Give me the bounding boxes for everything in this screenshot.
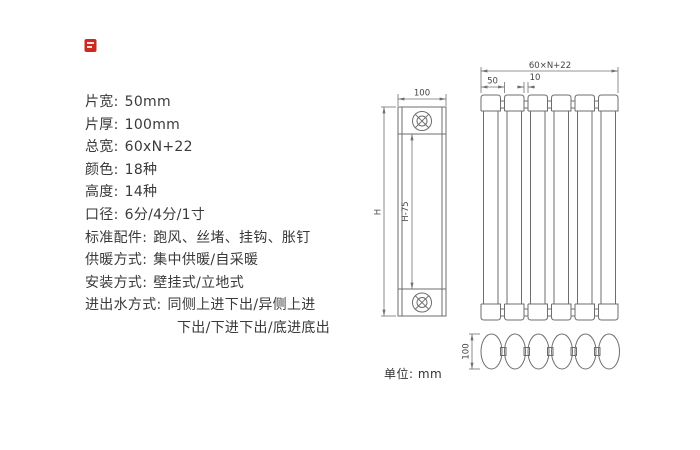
top-view-dimensions bbox=[469, 333, 480, 370]
spec-row-width: 片宽: 50mm bbox=[85, 91, 330, 114]
spec-row-total-width: 总宽: 60xN+22 bbox=[85, 136, 330, 159]
spec-row-color: 颜色: 18种 bbox=[85, 159, 330, 182]
unit-note: 单位: mm bbox=[384, 367, 443, 381]
dim-single-width: 100 bbox=[414, 89, 430, 99]
front-single-view bbox=[397, 106, 447, 317]
dim-array-gap: 10 bbox=[530, 73, 541, 83]
spec-value: 60xN+22 bbox=[124, 139, 193, 156]
spec-value: 跑风、丝堵、挂钩、胀钉 bbox=[153, 229, 311, 246]
spec-label: 安装方式: bbox=[85, 274, 148, 291]
spec-value: 集中供暖/自采暖 bbox=[153, 252, 259, 269]
spec-row-height: 高度: 14种 bbox=[85, 181, 330, 204]
front-single-dimensions bbox=[381, 94, 447, 317]
spec-value: 14种 bbox=[124, 184, 158, 201]
spec-label: 片厚: bbox=[85, 116, 119, 133]
spec-row-thickness: 片厚: 100mm bbox=[85, 114, 330, 137]
spec-value: 18种 bbox=[124, 161, 158, 178]
spec-label: 高度: bbox=[85, 184, 119, 201]
spec-label: 片宽: bbox=[85, 94, 119, 110]
spec-label: 总宽: bbox=[85, 139, 119, 156]
front-array-view bbox=[480, 94, 619, 321]
spec-row-heating-mode: 供暖方式: 集中供暖/自采暖 bbox=[85, 249, 330, 272]
spec-row-install-mode: 安装方式: 壁挂式/立地式 bbox=[85, 272, 330, 295]
spec-row-caliber: 口径: 6分/4分/1寸 bbox=[85, 204, 330, 227]
dim-array-total-width: 60×N+22 bbox=[529, 61, 571, 71]
brand-logo-icon bbox=[84, 39, 97, 52]
spec-row-water-inlet-cont: 下出/下进下出/底进底出 bbox=[85, 317, 330, 340]
spec-value: 100mm bbox=[124, 116, 181, 133]
dim-top-depth: 100 bbox=[462, 343, 472, 359]
drawing-canvas: 100 H-75 H bbox=[374, 61, 620, 370]
spec-value: 下出/下进下出/底进底出 bbox=[177, 319, 331, 336]
dim-array-pitch: 50 bbox=[487, 77, 498, 87]
spec-label: 供暖方式: bbox=[85, 252, 148, 269]
dim-single-inner-height: H-75 bbox=[401, 201, 411, 221]
spec-row-water-inlet: 进出水方式: 同侧上进下出/异侧上进 bbox=[85, 294, 330, 317]
spec-value: 50mm bbox=[124, 94, 171, 110]
spec-label: 口径: bbox=[85, 206, 119, 223]
spec-value: 6分/4分/1寸 bbox=[124, 206, 206, 223]
spec-label: 进出水方式: bbox=[85, 297, 162, 314]
dim-single-height: H bbox=[374, 209, 384, 215]
brand-logo bbox=[84, 38, 97, 53]
spec-row-accessories: 标准配件: 跑风、丝堵、挂钩、胀钉 bbox=[85, 227, 330, 250]
spec-label: 标准配件: bbox=[85, 229, 148, 246]
spec-value: 壁挂式/立地式 bbox=[153, 274, 245, 291]
spec-value: 同侧上进下出/异侧上进 bbox=[167, 297, 316, 314]
technical-drawing: 100 H-75 H bbox=[370, 60, 700, 450]
top-view bbox=[480, 333, 620, 370]
spec-label: 颜色: bbox=[85, 161, 119, 178]
front-array-dimensions bbox=[480, 67, 619, 93]
spec-list: 片宽: 50mm 片厚: 100mm 总宽: 60xN+22 颜色: 18种 高度: 14… bbox=[85, 91, 330, 340]
